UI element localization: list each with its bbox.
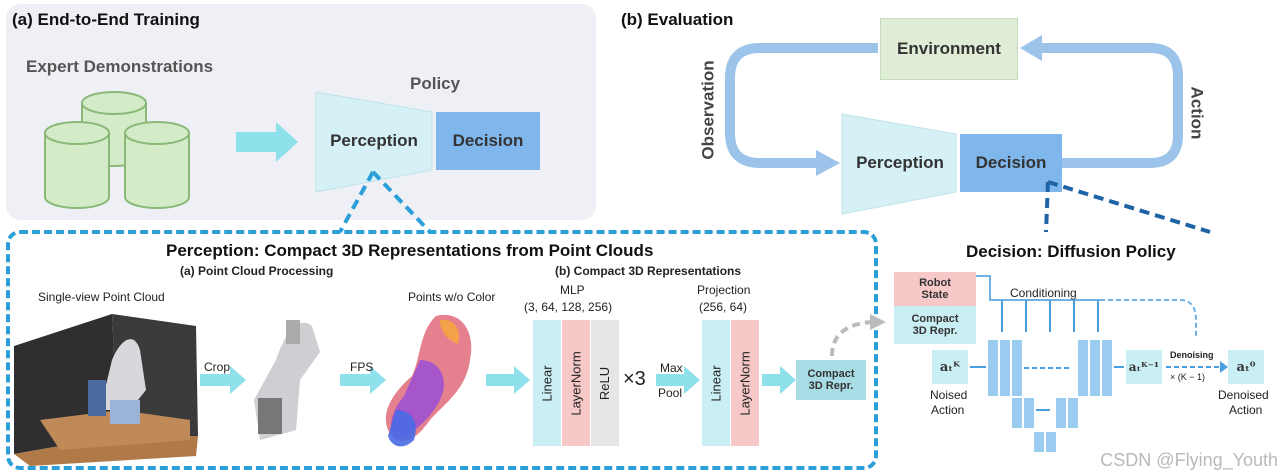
csdn-watermark: CSDN @Flying_Youth [1100, 450, 1278, 470]
mlp-relu-layer: ReLU [597, 366, 613, 400]
perception-detail-title: Perception: Compact 3D Representations f… [166, 241, 654, 260]
action-label: Action [1187, 86, 1207, 140]
denoised-label-1: Denoised [1218, 388, 1269, 402]
mlp-dims-label: (3, 64, 128, 256) [524, 300, 613, 314]
observation-label: Observation [699, 60, 719, 160]
environment-block: Environment [880, 18, 1018, 80]
perception-block-b: Perception [856, 153, 944, 172]
policy-label: Policy [410, 74, 461, 93]
denoised-action-token: aₜ⁰ [1236, 359, 1256, 375]
pool-label: Pool [658, 386, 683, 400]
denoised-label-2: Action [1229, 403, 1263, 417]
single-view-label: Single-view Point Cloud [38, 290, 165, 304]
conditioning-label: Conditioning [1010, 286, 1077, 300]
mlp-label: MLP [560, 283, 585, 297]
mlp-layernorm-layer: LayerNorm [568, 350, 584, 416]
noised-label-1: Noised [930, 388, 968, 402]
compact-3d-repr-label: (b) Compact 3D Representations [555, 264, 742, 278]
mlp-linear-layer: Linear [539, 364, 555, 402]
decision-detail-title: Decision: Diffusion Policy [966, 242, 1176, 261]
projection-label: Projection [697, 283, 751, 297]
denoising-label: Denoising [1170, 350, 1214, 360]
noised-action-token: aₜᴷ [939, 359, 961, 375]
perception-block-a: Perception [330, 131, 418, 150]
noised-label-2: Action [931, 403, 965, 417]
max-label: Max [660, 361, 683, 375]
proj-linear-layer: Linear [708, 364, 724, 402]
denoising-times-label: × (K − 1) [1170, 372, 1206, 382]
decision-block-a: Decision [452, 131, 524, 150]
decision-block-b: Decision [975, 153, 1047, 172]
points-wo-color-label: Points w/o Color [408, 290, 496, 304]
expert-demos-label: Expert Demonstrations [26, 57, 214, 76]
crop-label: Crop [204, 360, 231, 374]
times3-label: ×3 [623, 368, 646, 390]
point-cloud-processing-label: (a) Point Cloud Processing [180, 264, 334, 278]
intermediate-action-token: aₜᴷ⁻¹ [1128, 360, 1160, 374]
evaluation-title: (b) Evaluation [621, 10, 734, 29]
training-title: (a) End-to-End Training [12, 10, 200, 29]
projection-dims-label: (256, 64) [699, 300, 748, 314]
fps-label: FPS [350, 360, 374, 374]
compact-repr-output: Compact 3D Repr. [807, 368, 855, 392]
proj-layernorm-layer: LayerNorm [737, 350, 753, 416]
